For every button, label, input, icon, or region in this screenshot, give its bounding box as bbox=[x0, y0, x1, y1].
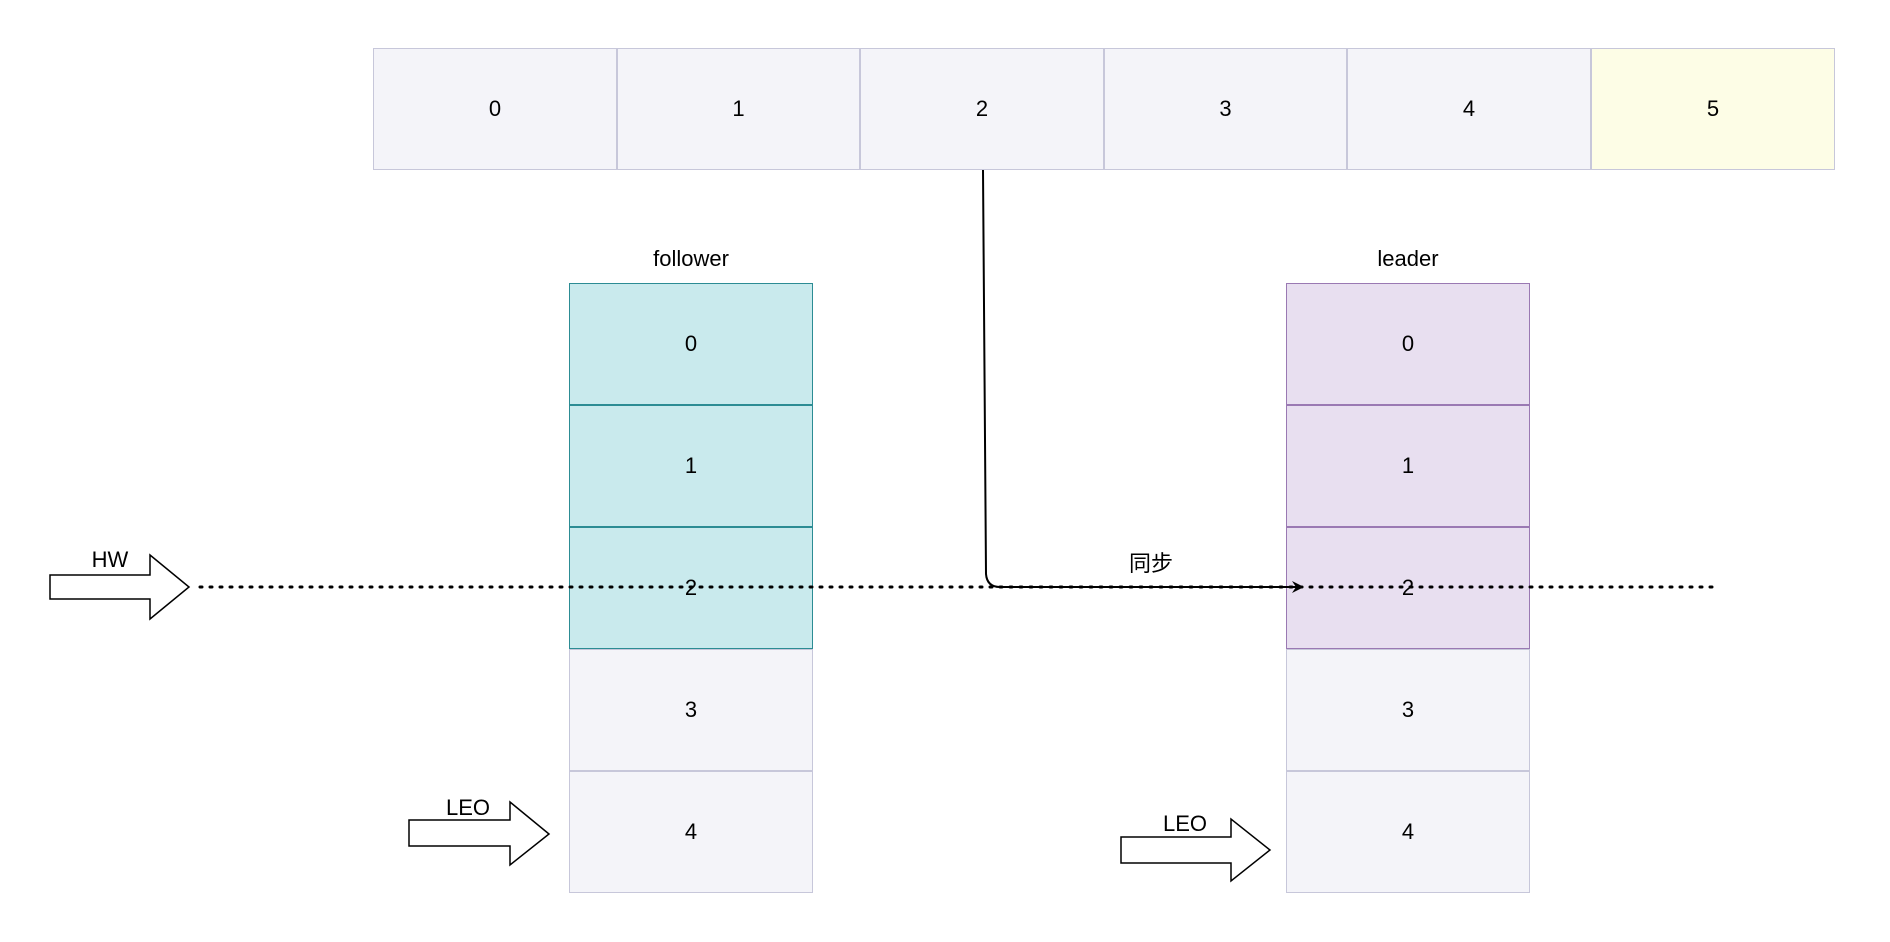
follower-title: follower bbox=[653, 246, 729, 271]
top-log-cell-label: 0 bbox=[488, 96, 502, 121]
leo-leader-label: LEO bbox=[1162, 811, 1208, 836]
follower-cell-label: 2 bbox=[684, 575, 698, 600]
top-log-cell-label: 5 bbox=[1706, 96, 1720, 121]
top-log-cell-2: 2 bbox=[860, 48, 1104, 170]
follower-cell-label: 0 bbox=[684, 331, 698, 356]
follower-cell-label: 3 bbox=[684, 697, 698, 722]
hw-label: HW bbox=[91, 547, 129, 572]
top-log-cell-3: 3 bbox=[1104, 48, 1347, 170]
top-log-cell-label: 3 bbox=[1219, 96, 1232, 121]
leader-title: leader bbox=[1377, 246, 1439, 271]
leader-cell-label: 2 bbox=[1401, 575, 1415, 600]
leader-cell-label: 1 bbox=[1401, 453, 1415, 478]
follower-cell-label: 4 bbox=[684, 819, 698, 844]
follower-cell-3: 3 bbox=[569, 649, 813, 771]
follower-cell-1: 1 bbox=[569, 405, 813, 527]
top-log-cell-0: 0 bbox=[373, 48, 617, 170]
follower-cell-4: 4 bbox=[569, 771, 813, 893]
top-log-cell-label: 1 bbox=[732, 96, 745, 121]
top-log-cell-label: 4 bbox=[1462, 96, 1476, 121]
leader-cell-2: 2 bbox=[1286, 527, 1530, 649]
follower-cell-2: 2 bbox=[569, 527, 813, 649]
sync-label: 同步 bbox=[1128, 551, 1173, 576]
leader-cell-label: 3 bbox=[1401, 697, 1415, 722]
leader-cell-1: 1 bbox=[1286, 405, 1530, 527]
leader-cell-label: 4 bbox=[1401, 819, 1415, 844]
top-log-cell-5: 5 bbox=[1591, 48, 1835, 170]
leo-follower-label: LEO bbox=[445, 795, 491, 820]
top-log-cell-1: 1 bbox=[617, 48, 860, 170]
leader-cell-label: 0 bbox=[1401, 331, 1415, 356]
leader-cell-3: 3 bbox=[1286, 649, 1530, 771]
leader-cell-4: 4 bbox=[1286, 771, 1530, 893]
leader-cell-0: 0 bbox=[1286, 283, 1530, 405]
top-log-cell-4: 4 bbox=[1347, 48, 1591, 170]
follower-cell-label: 1 bbox=[684, 453, 698, 478]
sync-arrow bbox=[982, 169, 1304, 593]
top-log-cell-label: 2 bbox=[975, 96, 989, 121]
follower-cell-0: 0 bbox=[569, 283, 813, 405]
